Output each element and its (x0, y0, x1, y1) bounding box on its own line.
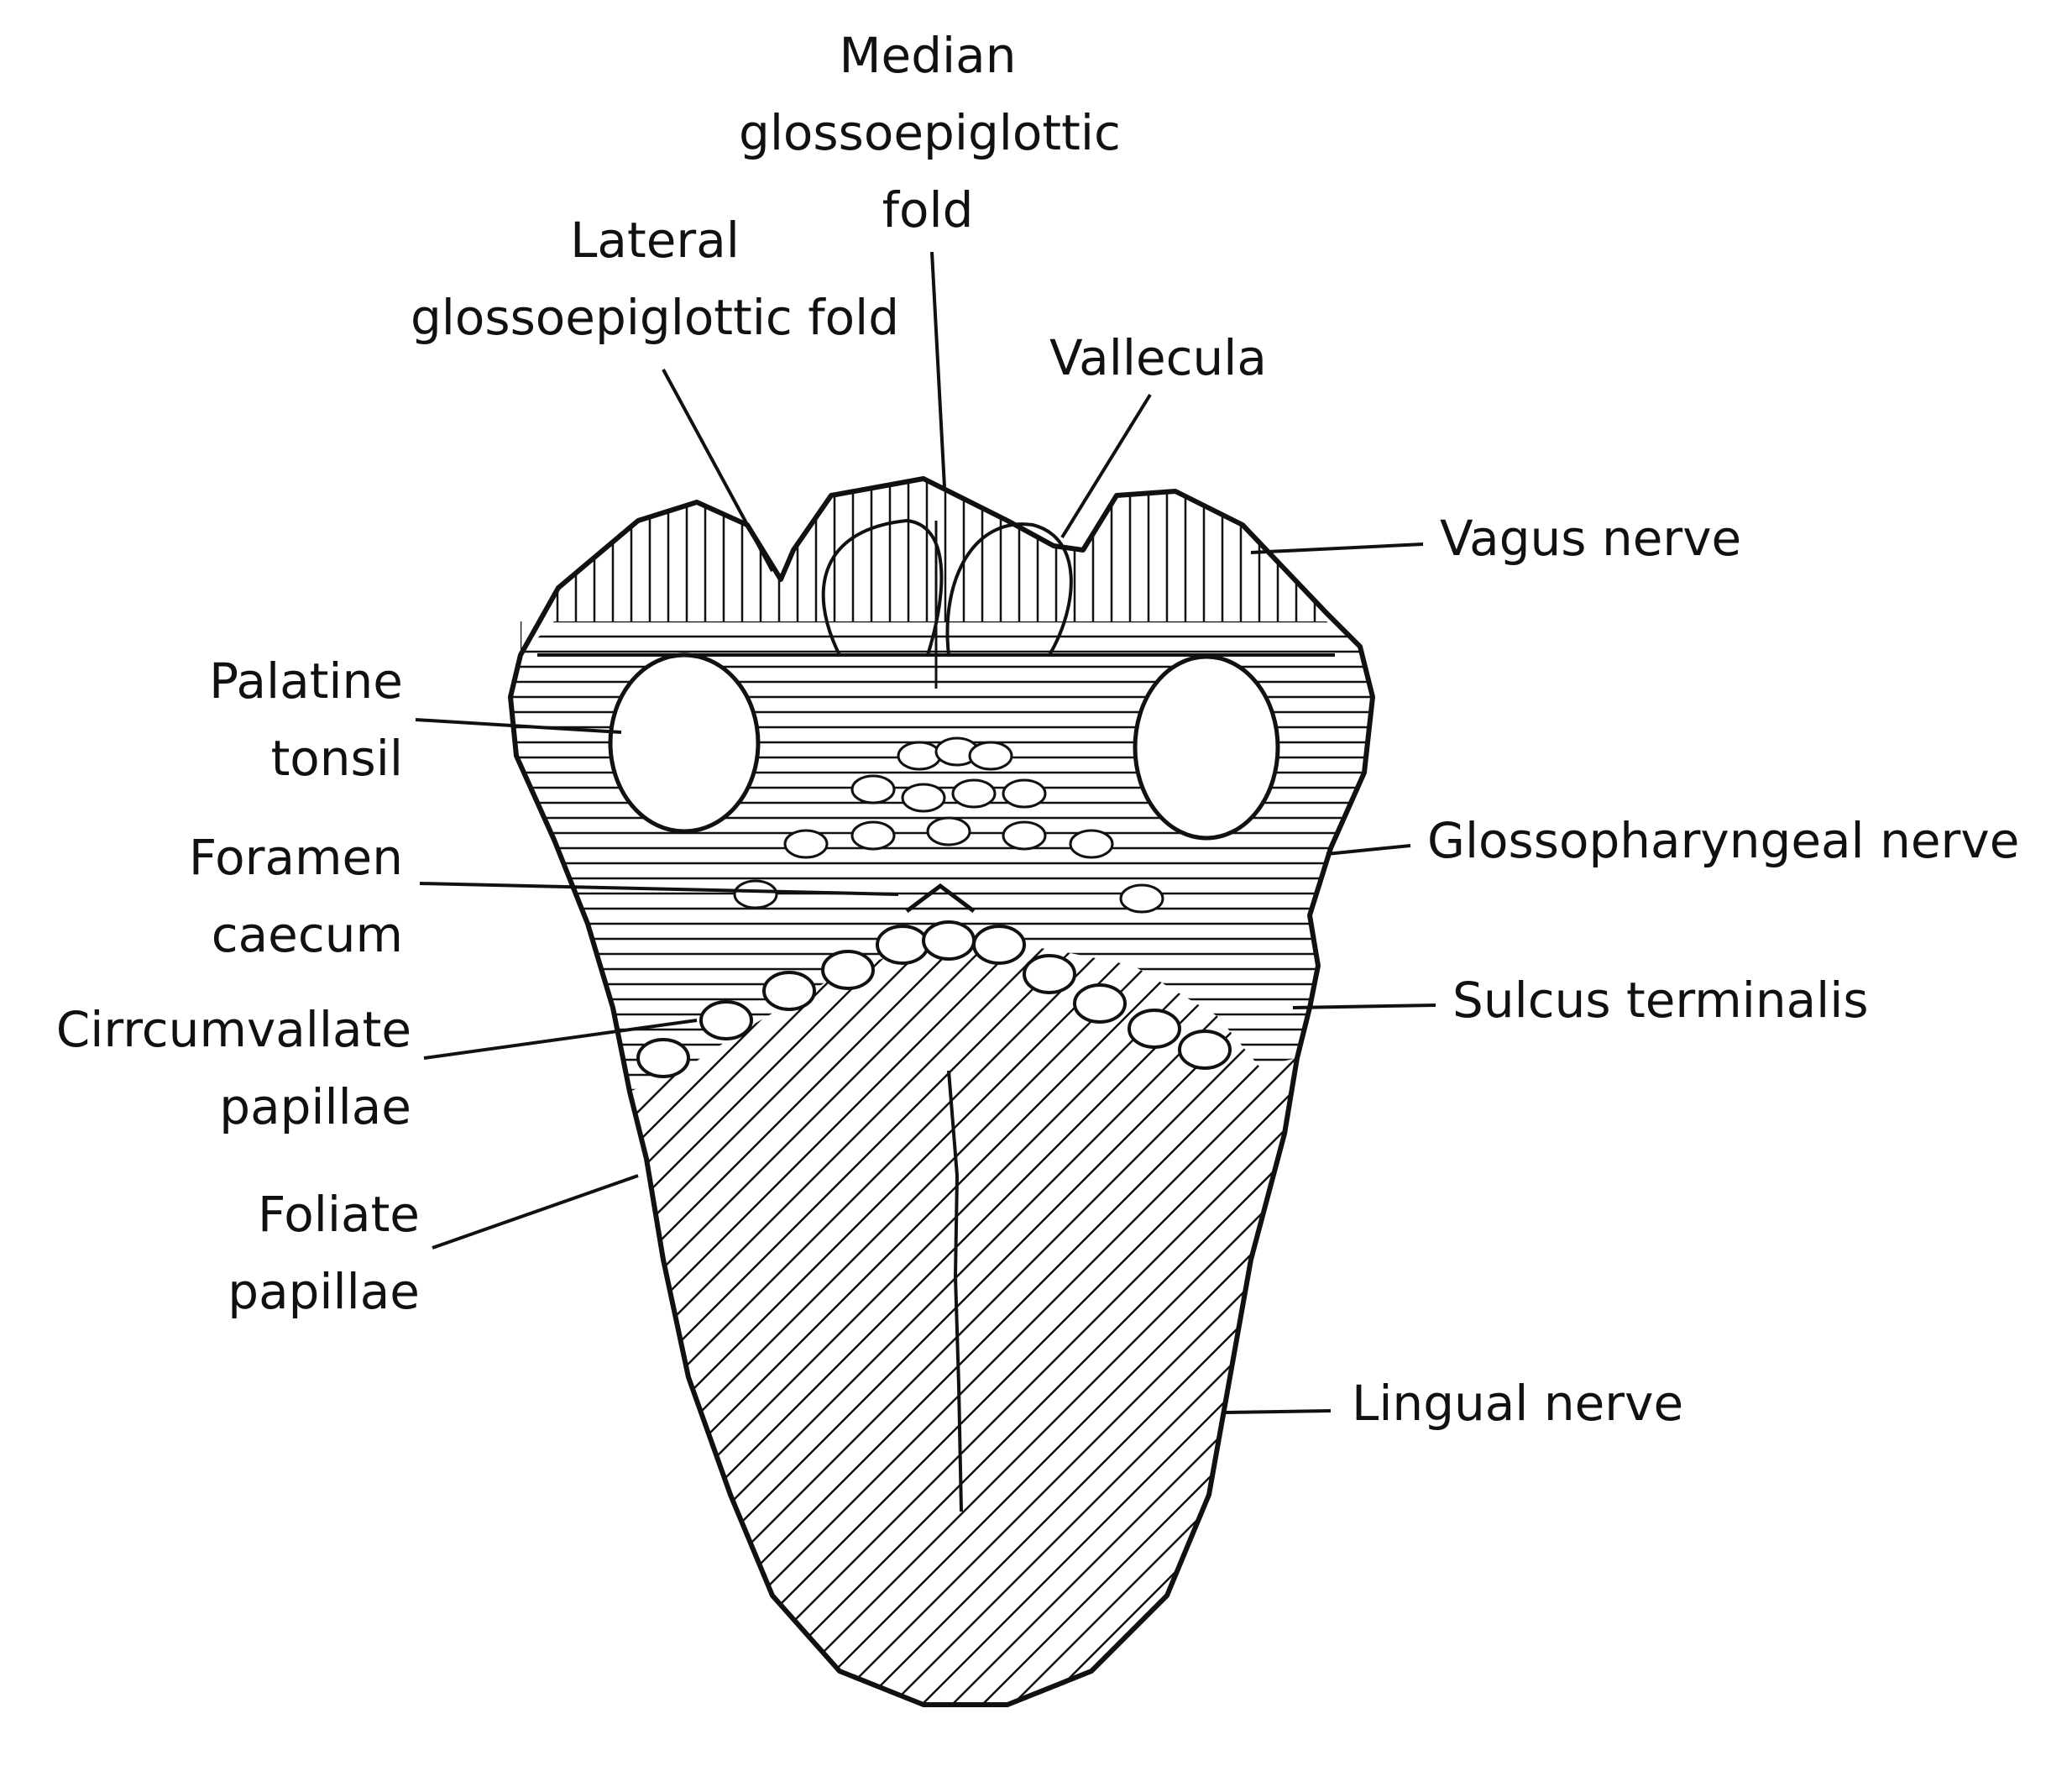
tongue-outline (508, 476, 1375, 1707)
leader-lines (415, 251, 1436, 1414)
leader-vagus-nerve (1250, 542, 1424, 554)
palatine-tonsil-right (1133, 654, 1280, 841)
label-foliate-papillae: Foliate papillae (228, 1186, 420, 1320)
leader-foliate-papillae (432, 1174, 639, 1250)
label-vallecula: Vallecula (1049, 329, 1267, 386)
foramen-caecum-mark (905, 883, 976, 913)
epiglottis-left-fold (821, 518, 944, 656)
label-lateral-glossoepiglottic-fold: Lateral glossoepiglottic fold (410, 212, 900, 346)
leader-median-fold (930, 251, 946, 488)
label-median-glossoepiglottic-fold: Median glossoepiglottic fold (739, 27, 1121, 238)
palatine-tonsil-left (608, 652, 761, 834)
label-circumvallate-papillae: Cirrcumvallate papillae (55, 1001, 411, 1135)
leader-glossopharyngeal-nerve (1326, 844, 1411, 856)
label-foramen-caecum: Foramen caecum (188, 829, 403, 963)
label-glossopharyngeal-nerve: Glossopharyngeal nerve (1427, 812, 2020, 869)
epiglottis-right-fold (945, 522, 1073, 657)
leader-lingual-nerve (1225, 1409, 1332, 1414)
label-lingual-nerve: Lingual nerve (1352, 1375, 1684, 1432)
lingual-tonsil-cluster (733, 736, 1164, 914)
leader-sulcus-terminalis (1292, 1004, 1436, 1009)
label-palatine-tonsil: Palatine tonsil (209, 652, 403, 787)
leader-circumvallate-papillae (423, 1019, 698, 1060)
median-sulcus (947, 1070, 963, 1512)
label-sulcus-terminalis: Sulcus terminalis (1452, 972, 1869, 1029)
leader-vallecula (1060, 393, 1152, 539)
tongue-hatch-posterior (521, 479, 1316, 655)
leader-foramen-caecum (419, 882, 899, 896)
leader-lateral-fold (662, 369, 774, 572)
leader-palatine-tonsil (415, 718, 622, 734)
circumvallate-papillae-row (636, 920, 1232, 1078)
label-vagus-nerve: Vagus nerve (1440, 510, 1742, 567)
